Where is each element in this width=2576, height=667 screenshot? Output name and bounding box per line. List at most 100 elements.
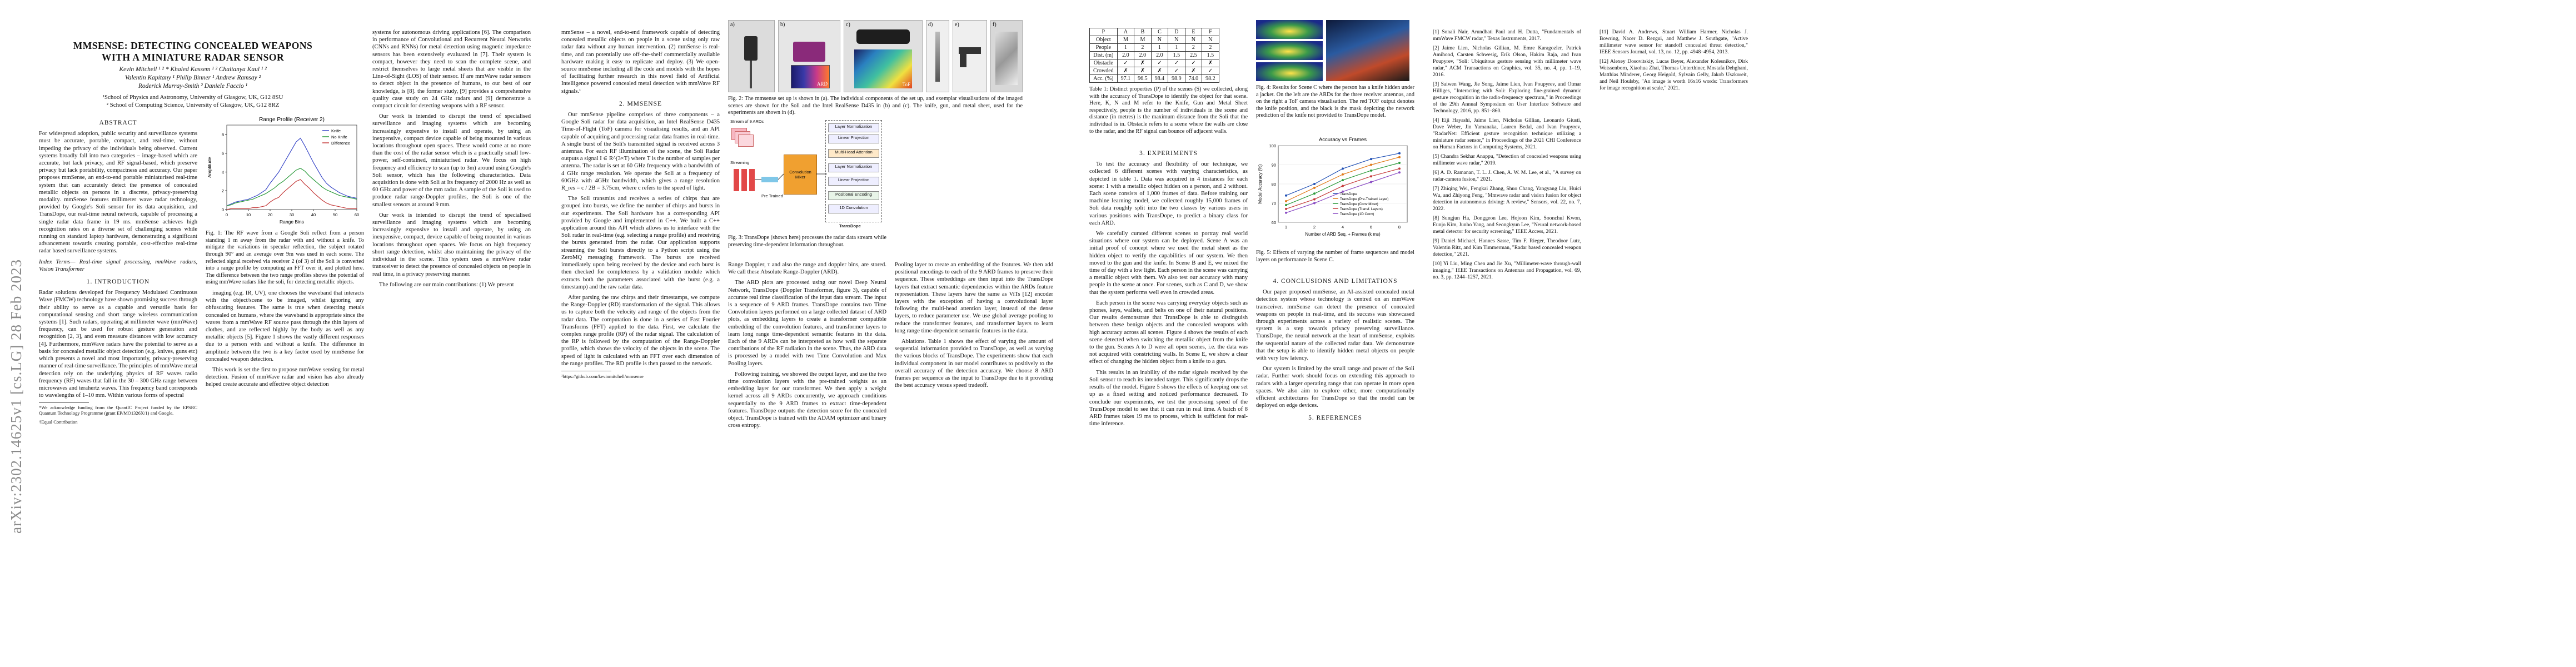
table-cell: ✓ — [1202, 67, 1219, 75]
panel-label-a: a) — [730, 22, 735, 28]
x-tick-label: 6 — [1370, 225, 1372, 230]
data-point — [1370, 181, 1372, 183]
conv-block-3 — [749, 169, 755, 191]
column-6: Pooling layer to create an embedding of … — [895, 261, 1053, 392]
figure-1-caption: Fig. 1: The RF wave from a Google Soli r… — [206, 230, 364, 286]
conv-block-2 — [741, 169, 747, 191]
table-cell: 74.0 — [1184, 74, 1203, 83]
footnote-rule — [39, 402, 89, 404]
tof-visualisation — [1326, 20, 1409, 81]
photo-realsense: c) ToF — [844, 20, 923, 92]
table-row: Crowded✗✗✗✓✗✓ — [1089, 67, 1219, 75]
table-cell: M — [1117, 36, 1135, 44]
col4-paragraph-1: mmSense – a novel, end-to-end framework … — [561, 29, 720, 94]
y-tick-label: 70 — [1272, 201, 1276, 206]
data-point — [1313, 192, 1316, 195]
panel-label-d: d) — [928, 22, 933, 28]
table-header-cell: C — [1150, 28, 1169, 36]
table-cell: Obstacle — [1089, 59, 1118, 67]
data-point — [1398, 171, 1401, 174]
reference-item: [12] Alexey Dosovitskiy, Lucas Beyer, Al… — [1600, 58, 1748, 91]
table-cell: 2 — [1184, 43, 1203, 52]
mha-block: Multi-Head Attention — [828, 149, 879, 158]
legend-label: TransDope (Conv Mixer) — [1340, 202, 1378, 206]
table-cell: 2 — [1202, 43, 1219, 52]
x-tick-label: 0 — [226, 212, 228, 217]
panel-label-b: b) — [780, 22, 785, 28]
x-axis-label: Range Bins — [280, 219, 304, 225]
panel-label-e: e) — [955, 22, 959, 28]
x-tick-label: 4 — [1342, 225, 1344, 230]
conclusions-paragraph-1: Our paper proposed mmSense, an AI-assist… — [1256, 289, 1414, 362]
figure-3: Stream of 9 ARDs Streaming Pre Trained C… — [728, 116, 886, 248]
footnote-equal: †Equal Contribution — [39, 419, 78, 425]
section-heading-experiments: 3. EXPERIMENTS — [1139, 150, 1198, 157]
col5-paragraph-2: The ARD plots are processed using our no… — [728, 280, 886, 367]
table-cell: 2.0 — [1134, 51, 1152, 59]
reference-item: [11] David A. Andrews, Stuart William Ha… — [1600, 29, 1748, 55]
reference-item: [6] A. D. Ramanan, T. L. J. Chen, A. W. … — [1433, 170, 1581, 182]
legend-label: Difference — [331, 141, 350, 146]
figure-5-caption: Fig. 5: Effects of varying the number of… — [1256, 250, 1414, 263]
reference-item: [7] Zhiqing Wei, Fengkai Zhang, Shuo Cha… — [1433, 186, 1581, 212]
section-heading-references: 5. REFERENCES — [1308, 415, 1362, 422]
references-list: [1] Sonali Nair, Arundhati Paul and H. D… — [1423, 29, 1581, 283]
section-heading-conclusions: 4. CONCLUSIONS AND LIMITATIONS — [1273, 278, 1398, 285]
x-axis-label: Number of ARD Seq. + Frames (k ms) — [1305, 232, 1381, 237]
table-header-cell: B — [1134, 28, 1152, 36]
index-terms: Index Terms— Real-time signal processing… — [39, 258, 197, 272]
reference-item: [2] Jaime Lien, Nicholas Gillian, M. Emr… — [1433, 45, 1581, 78]
table-cell: ✓ — [1150, 59, 1169, 67]
col7-paragraph-1: To test the accuracy and flexibility of … — [1089, 161, 1248, 226]
table-cell: Acc. (%) — [1089, 74, 1118, 83]
footnote-funding: *We acknowledge funding from the QuantIC… — [39, 405, 197, 416]
conclusions-paragraph-2: Our system is limited by the small range… — [1256, 366, 1414, 409]
y-tick-label: 0 — [222, 207, 224, 212]
table-cell: ✗ — [1117, 67, 1135, 75]
col3-paragraph-2: Our work is intended to disrupt the tren… — [372, 113, 531, 208]
paper-title: MMSENSE: DETECTING CONCEALED WEAPONS WIT… — [73, 40, 313, 63]
x-tick-label: 40 — [311, 212, 316, 217]
figure-4-caption: Fig. 4: Results for Scene C where the pe… — [1256, 84, 1414, 119]
table-cell: ✓ — [1168, 59, 1185, 67]
column-8: 4. CONCLUSIONS AND LIMITATIONS Our paper… — [1256, 272, 1414, 426]
data-point — [1342, 173, 1344, 176]
x-tick-label: 1 — [1285, 225, 1287, 230]
column-3: systems for autonomous driving applicati… — [372, 29, 531, 292]
data-point — [1398, 152, 1401, 155]
data-point — [1370, 158, 1372, 161]
author-line-3: Roderick Murray-Smith ² Daniele Faccio ¹ — [138, 83, 248, 89]
tof-label: ToF — [902, 82, 910, 87]
data-point — [1313, 198, 1316, 201]
table-cell: 98.2 — [1202, 74, 1219, 83]
table-cell: Crowded — [1089, 67, 1118, 75]
legend-label: TransDope (1D Conv) — [1340, 212, 1374, 216]
transdope-block — [825, 120, 882, 222]
data-point — [1370, 163, 1372, 166]
col3-paragraph-3: Our work is intended to disrupt the tren… — [372, 212, 531, 277]
y-tick-label: 2 — [222, 188, 224, 193]
table-cell: 1.5 — [1168, 51, 1185, 59]
author-line-2: Valentin Kapitany ¹ Philip Binner ¹ Andr… — [124, 74, 261, 81]
data-point — [1285, 207, 1287, 210]
y-tick-label: 4 — [222, 170, 224, 175]
col4-paragraph-2: Our mmSense pipeline comprises of three … — [561, 112, 720, 192]
table-header-cell: A — [1117, 28, 1135, 36]
table-cell: N — [1168, 36, 1185, 44]
y-tick-label: 80 — [1272, 182, 1276, 187]
col5-paragraph-3: Following training, we showed the output… — [728, 371, 886, 429]
table-cell: ✗ — [1150, 67, 1169, 75]
ard-label: ARD — [816, 81, 828, 87]
table-cell: ✗ — [1184, 67, 1203, 75]
data-point — [1285, 200, 1287, 203]
conv-mixer-block: Convolution Mixer — [784, 155, 817, 195]
photo-setup: a) — [728, 20, 775, 92]
legend-label: TransDope (Transf. Layers) — [1340, 207, 1383, 211]
y-tick-label: 90 — [1272, 163, 1276, 168]
ard-heatmap-rx3 — [1256, 62, 1323, 81]
reference-item: [1] Sonali Nair, Arundhati Paul and H. D… — [1433, 29, 1581, 42]
legend-label: No Knife — [331, 135, 347, 140]
